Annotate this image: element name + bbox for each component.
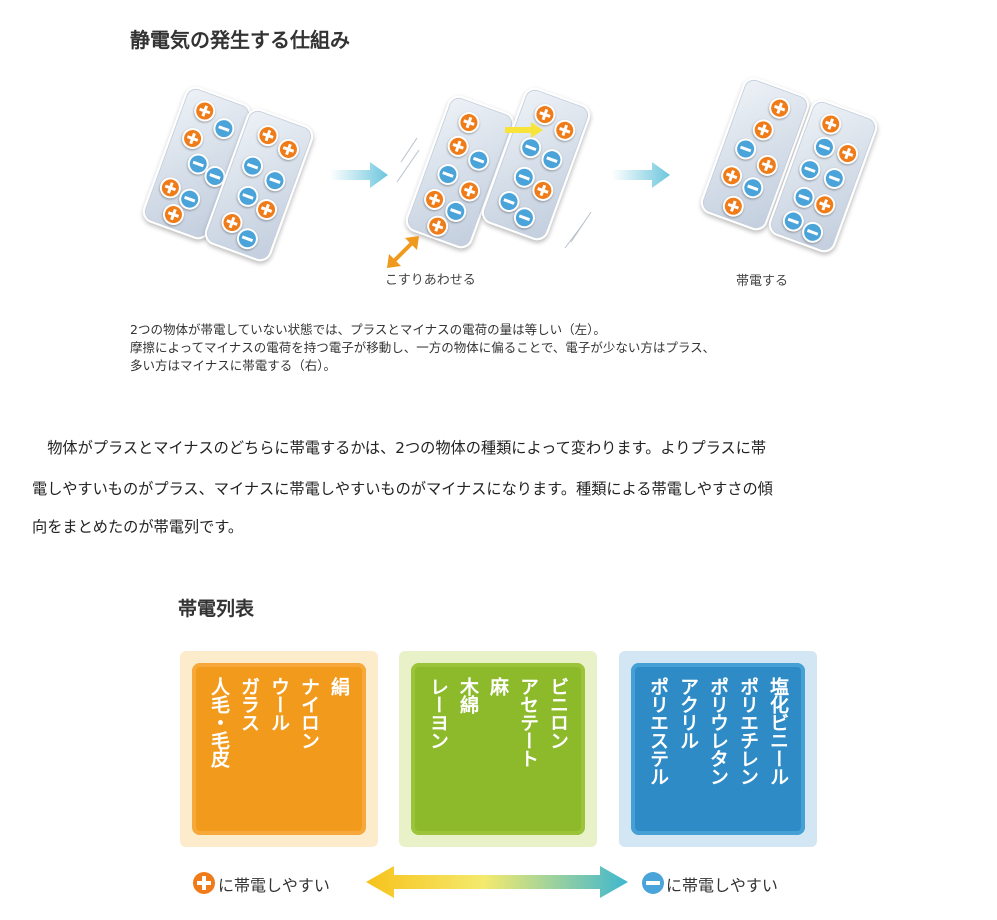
series-box-minus: 塩化ビニール ポリエチレン ポリウレタン アクリル ポリエステル [619, 651, 817, 847]
series-item: ポリウレタン [707, 677, 729, 785]
series-item: アセテート [517, 677, 539, 767]
series-box-inner: ビニロン アセテート 麻 木綿 レーヨン [411, 663, 585, 835]
mechanism-description-line: 2つの物体が帯電していない状態では、プラスとマイナスの電荷の量は等しい（左）。 [130, 322, 606, 337]
body-paragraph-line: 電しやすいものがプラス、マイナスに帯電しやすいものがマイナスになります。種類によ… [32, 480, 773, 498]
minus-charge-icon [796, 156, 824, 184]
plus-circle-icon [193, 872, 215, 894]
mechanism-title: 静電気の発生する仕組み [130, 28, 350, 52]
series-item: ガラス [238, 677, 260, 731]
series-item: ポリエチレン [737, 677, 759, 785]
minus-charge-icon [434, 161, 462, 188]
series-item: アクリル [677, 677, 699, 749]
minus-charge-icon [732, 135, 760, 163]
mechanism-description-line: 多い方はマイナスに帯電する（右）。 [130, 358, 337, 373]
arrow-right-icon [612, 162, 670, 188]
minus-charge-icon [261, 167, 289, 195]
mechanism-description-line: 摩擦によってマイナスの電荷を持つ電子が移動し、一方の物体に偏ることで、電子が少な… [130, 340, 716, 355]
series-box-inner: 絹 ナイロン ウール ガラス 人毛・毛皮 [192, 663, 366, 835]
minus-charge-icon [810, 133, 838, 161]
rub-direction-arrow-icon [387, 236, 419, 268]
motion-lines [396, 137, 592, 249]
series-box-plus: 絹 ナイロン ウール ガラス 人毛・毛皮 [180, 651, 378, 847]
minus-charge-icon [210, 115, 238, 143]
plus-charge-icon [817, 110, 845, 138]
series-items: ビニロン アセテート 麻 木綿 レーヨン [425, 677, 571, 767]
plus-charge-icon [191, 97, 219, 125]
series-item: ウール [268, 677, 290, 731]
series-title: 帯電列表 [178, 598, 255, 620]
plus-charge-icon [551, 116, 579, 144]
arrow-right-icon [330, 162, 388, 188]
mechanism-diagram: こすりあわせる 帯電する [0, 0, 997, 300]
plus-charge-icon [421, 186, 449, 213]
plus-charge-icon [456, 177, 484, 205]
body-paragraph-line: 物体がプラスとマイナスのどちらに帯電するかは、2つの物体の種類によって変わります… [32, 439, 767, 457]
electron-move-arrow-icon [505, 122, 543, 138]
plus-charge-icon [274, 135, 302, 163]
minus-charge-icon [239, 152, 267, 180]
minus-charge-icon [517, 134, 545, 162]
series-box-inner: 塩化ビニール ポリエチレン ポリウレタン アクリル ポリエステル [631, 663, 805, 835]
plus-charge-icon [753, 151, 781, 179]
series-item: 麻 [487, 677, 509, 695]
minus-charge-icon [820, 165, 848, 192]
series-item: 絹 [328, 677, 350, 695]
series-item: 人毛・毛皮 [208, 677, 230, 767]
plus-charge-icon [811, 191, 839, 219]
body-paragraph-line: 向をまとめたのが帯電列です。 [32, 518, 244, 536]
rubbing-plates [396, 84, 594, 262]
series-item: ナイロン [298, 677, 320, 749]
plus-charge-icon [455, 109, 483, 137]
plus-charge-icon [254, 122, 282, 150]
series-item: レーヨン [427, 677, 449, 749]
plus-charge-icon [766, 94, 794, 122]
plus-charge-icon [444, 132, 472, 160]
minus-charge-icon [538, 146, 566, 174]
series-item: ビニロン [547, 677, 569, 749]
plus-charge-icon [179, 125, 207, 152]
series-item: 塩化ビニール [767, 677, 789, 785]
double-arrow-icon [366, 866, 628, 898]
caption-rub: こすりあわせる [385, 273, 476, 288]
series-item: ポリエステル [647, 677, 669, 785]
minus-circle-icon [642, 872, 664, 894]
series-box-middle: ビニロン アセテート 麻 木綿 レーヨン [399, 651, 597, 847]
plus-charge-icon [749, 116, 777, 144]
series-items: 絹 ナイロン ウール ガラス 人毛・毛皮 [206, 677, 352, 767]
legend-plus-label: に帯電しやすい [218, 876, 330, 895]
series-item: 木綿 [457, 677, 479, 713]
legend-minus-label: に帯電しやすい [666, 876, 778, 895]
minus-charge-icon [465, 146, 493, 174]
plus-charge-icon [834, 140, 862, 168]
plus-charge-icon [718, 162, 746, 190]
neutral-plates [139, 83, 317, 265]
minus-charge-icon [739, 174, 767, 202]
series-items: 塩化ビニール ポリエチレン ポリウレタン アクリル ポリエステル [645, 677, 791, 785]
charged-plates [697, 74, 881, 258]
caption-charged: 帯電する [736, 274, 789, 289]
plus-charge-icon [719, 192, 747, 220]
